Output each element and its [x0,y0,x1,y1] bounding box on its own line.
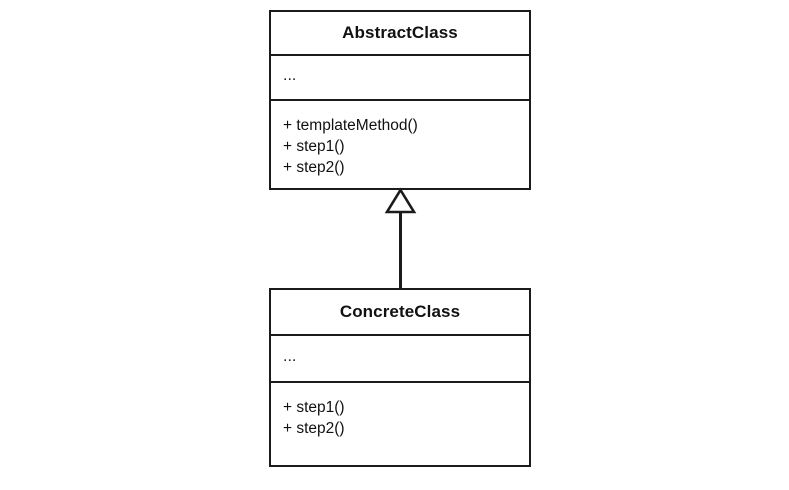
class-name-abstract-class: AbstractClass [342,23,458,42]
method-item: + step2() [283,159,345,176]
attributes-ellipsis-concrete: ... [283,347,297,365]
method-item: + templateMethod() [283,117,418,134]
class-attributes-compartment-concrete: ... [271,334,529,381]
class-box-abstract-class[interactable]: AbstractClass ... + templateMethod() + s… [269,10,531,190]
class-box-concrete-class[interactable]: ConcreteClass ... + step1() + step2() [269,288,531,467]
class-methods-compartment-concrete: + step1() + step2() [271,381,529,465]
method-item: + step1() [283,138,345,155]
method-item: + step2() [283,420,345,437]
method-list-concrete: + step1() + step2() [283,397,517,439]
hollow-triangle-arrowhead-icon [384,187,417,214]
class-methods-compartment-abstract: + templateMethod() + step1() + step2() [271,99,529,188]
attributes-ellipsis-abstract: ... [283,66,297,84]
class-name-concrete-class: ConcreteClass [339,302,461,321]
class-title-compartment-abstract: AbstractClass [271,12,529,54]
class-attributes-compartment-abstract: ... [271,54,529,99]
class-title-compartment-concrete: ConcreteClass [271,290,529,334]
method-list-abstract: + templateMethod() + step1() + step2() [283,115,517,178]
method-item: + step1() [283,399,345,416]
